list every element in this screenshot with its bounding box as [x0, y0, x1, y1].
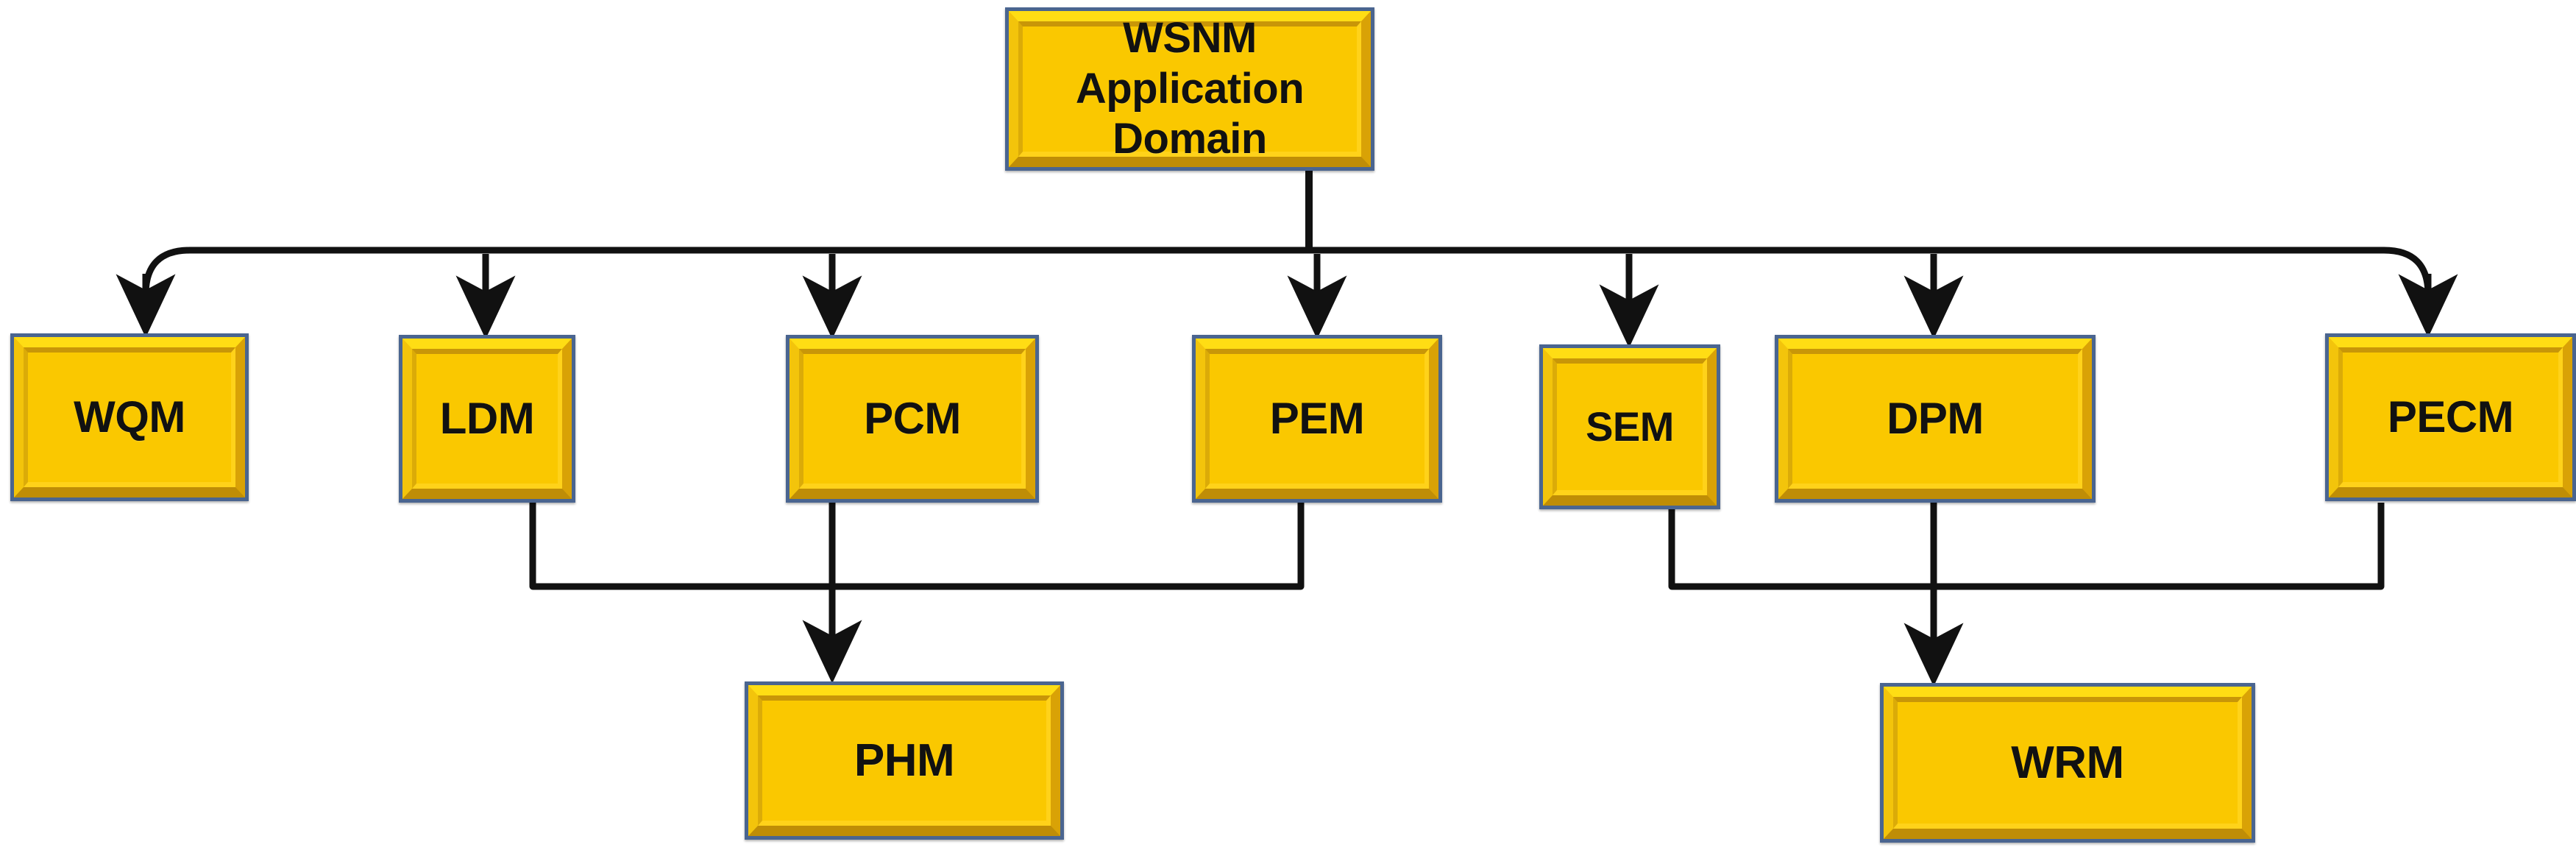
- node-label: LDM: [439, 393, 535, 443]
- node-label: PHM: [854, 734, 955, 786]
- node-phm[interactable]: PHM: [745, 681, 1064, 840]
- node-wrm[interactable]: WRM: [1880, 683, 2255, 843]
- edge-distribution-bus: [142, 247, 2432, 295]
- node-label: DPM: [1887, 393, 1984, 443]
- node-pcm[interactable]: PCM: [786, 335, 1039, 503]
- node-label: SEM: [1586, 403, 1674, 450]
- edge-ldm-to-phm-merge: [529, 503, 832, 590]
- node-pecm[interactable]: PECM: [2325, 333, 2576, 501]
- node-label: PCM: [864, 393, 961, 443]
- node-label: PECM: [2387, 392, 2514, 442]
- edge-pecm-to-wrm-merge: [1934, 503, 2385, 590]
- node-dpm[interactable]: DPM: [1775, 335, 2096, 503]
- edge-pem-to-phm-merge: [832, 503, 1305, 590]
- node-label: WRM: [2011, 737, 2124, 788]
- node-ldm[interactable]: LDM: [399, 335, 575, 503]
- edge-sem-to-wrm-merge: [1668, 509, 1934, 590]
- node-sem[interactable]: SEM: [1539, 344, 1720, 509]
- node-label: PEM: [1269, 393, 1365, 443]
- node-wsnm-application-domain[interactable]: WSNM Application Domain: [1005, 7, 1374, 171]
- node-label: WSNM Application Domain: [1075, 14, 1305, 163]
- node-pem[interactable]: PEM: [1192, 335, 1442, 503]
- node-wqm[interactable]: WQM: [10, 333, 249, 501]
- node-label: WQM: [74, 392, 185, 442]
